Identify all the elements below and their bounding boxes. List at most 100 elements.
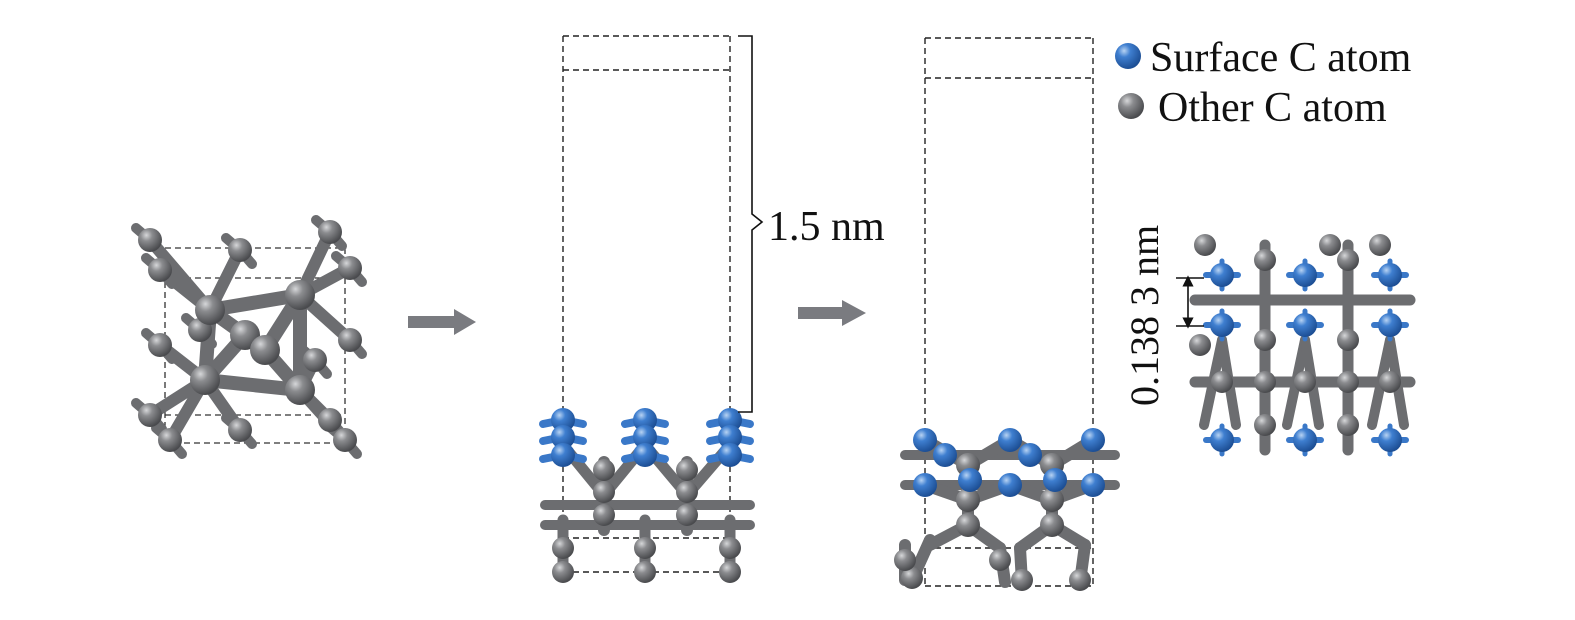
surface-atom bbox=[1043, 468, 1067, 492]
surface-atom bbox=[1293, 428, 1317, 452]
other-atom-swatch bbox=[1118, 93, 1144, 119]
legend-item-surface: Surface C atom bbox=[1115, 35, 1412, 81]
other-atom bbox=[148, 333, 172, 357]
other-atom bbox=[318, 220, 342, 244]
other-atom bbox=[190, 365, 220, 395]
other-atom bbox=[719, 537, 741, 559]
surface-atom bbox=[1081, 428, 1105, 452]
surface-atom bbox=[551, 408, 575, 432]
legend-item-other: Other C atom bbox=[1118, 85, 1387, 131]
bulk-atoms bbox=[138, 220, 362, 452]
other-atom bbox=[676, 481, 698, 503]
surface-atom bbox=[1210, 428, 1234, 452]
slab-atoms-initial bbox=[539, 408, 755, 583]
other-atom bbox=[1337, 249, 1359, 271]
surface-atom bbox=[1378, 313, 1402, 337]
surface-atom bbox=[633, 443, 657, 467]
top-view-atoms bbox=[1189, 234, 1402, 452]
other-atom bbox=[593, 504, 615, 526]
surface-atom bbox=[551, 443, 575, 467]
other-atom bbox=[1319, 234, 1341, 256]
other-atom bbox=[894, 549, 916, 571]
other-atom bbox=[1337, 329, 1359, 351]
surface-atom bbox=[718, 425, 742, 449]
surface-atom bbox=[998, 428, 1022, 452]
other-atom bbox=[303, 348, 327, 372]
other-atom bbox=[1369, 234, 1391, 256]
surface-atom bbox=[913, 473, 937, 497]
surface-atom bbox=[933, 443, 957, 467]
slab-with-vacuum: 1.5 nm bbox=[539, 35, 885, 583]
other-atom bbox=[285, 280, 315, 310]
surface-atom bbox=[1210, 263, 1234, 287]
other-atom bbox=[138, 228, 162, 252]
other-atom bbox=[228, 418, 252, 442]
surface-atom bbox=[913, 428, 937, 452]
surface-atom bbox=[718, 443, 742, 467]
surface-atom bbox=[1378, 263, 1402, 287]
other-atom bbox=[1337, 371, 1359, 393]
surface-atom bbox=[551, 425, 575, 449]
bond-spacing-label: 0.138 3 nm bbox=[1122, 225, 1167, 406]
bond-spacing-dimension bbox=[1176, 275, 1204, 329]
surface-top-view: 0.138 3 nm bbox=[1122, 225, 1416, 457]
other-atom bbox=[1040, 488, 1064, 512]
other-atom bbox=[1379, 371, 1401, 393]
other-atom bbox=[593, 481, 615, 503]
other-atom bbox=[676, 459, 698, 481]
other-atom bbox=[1254, 414, 1276, 436]
bond bbox=[203, 288, 307, 317]
other-atom bbox=[1254, 249, 1276, 271]
other-atom bbox=[138, 403, 162, 427]
vacuum-box-outline-reconstructed bbox=[924, 37, 1094, 587]
other-atom bbox=[552, 537, 574, 559]
surface-atom bbox=[1210, 313, 1234, 337]
arrow-right-icon bbox=[408, 309, 476, 335]
other-atom bbox=[285, 375, 315, 405]
other-atom bbox=[338, 328, 362, 352]
other-atom bbox=[634, 561, 656, 583]
surface-atom bbox=[1293, 263, 1317, 287]
other-atom bbox=[552, 561, 574, 583]
surface-atom bbox=[633, 408, 657, 432]
legend-label-surface: Surface C atom bbox=[1150, 35, 1412, 81]
other-atom bbox=[593, 459, 615, 481]
other-atom bbox=[250, 335, 280, 365]
other-atom bbox=[1040, 513, 1064, 537]
other-atom bbox=[1254, 329, 1276, 351]
other-atom bbox=[901, 567, 923, 589]
other-atom bbox=[158, 428, 182, 452]
other-atom bbox=[1337, 414, 1359, 436]
other-atom bbox=[719, 561, 741, 583]
other-atom bbox=[318, 408, 342, 432]
surface-atom bbox=[958, 468, 982, 492]
other-atom bbox=[634, 537, 656, 559]
other-atom bbox=[338, 256, 362, 280]
surface-atom bbox=[1293, 313, 1317, 337]
slab-atoms-reconstructed bbox=[894, 428, 1120, 591]
other-atom bbox=[1194, 234, 1216, 256]
height-label: 1.5 nm bbox=[768, 204, 885, 250]
bond bbox=[198, 373, 307, 397]
other-atom bbox=[148, 258, 172, 282]
dimension-bracket-icon bbox=[738, 35, 764, 413]
other-atom bbox=[1011, 569, 1033, 591]
other-atom bbox=[956, 488, 980, 512]
other-atom bbox=[333, 428, 357, 452]
other-atom bbox=[228, 238, 252, 262]
surface-atom bbox=[998, 473, 1022, 497]
vacuum-box-outline bbox=[562, 35, 731, 573]
surface-atom bbox=[633, 425, 657, 449]
other-atom bbox=[1294, 371, 1316, 393]
other-atom bbox=[956, 513, 980, 537]
other-atom bbox=[1254, 371, 1276, 393]
other-atom bbox=[195, 295, 225, 325]
legend-label-other: Other C atom bbox=[1158, 85, 1387, 131]
other-atom bbox=[1189, 334, 1211, 356]
surface-atom bbox=[1081, 473, 1105, 497]
surface-atom bbox=[718, 408, 742, 432]
other-atom bbox=[1069, 569, 1091, 591]
surface-atom bbox=[1378, 428, 1402, 452]
slab-reconstructed bbox=[894, 37, 1120, 591]
